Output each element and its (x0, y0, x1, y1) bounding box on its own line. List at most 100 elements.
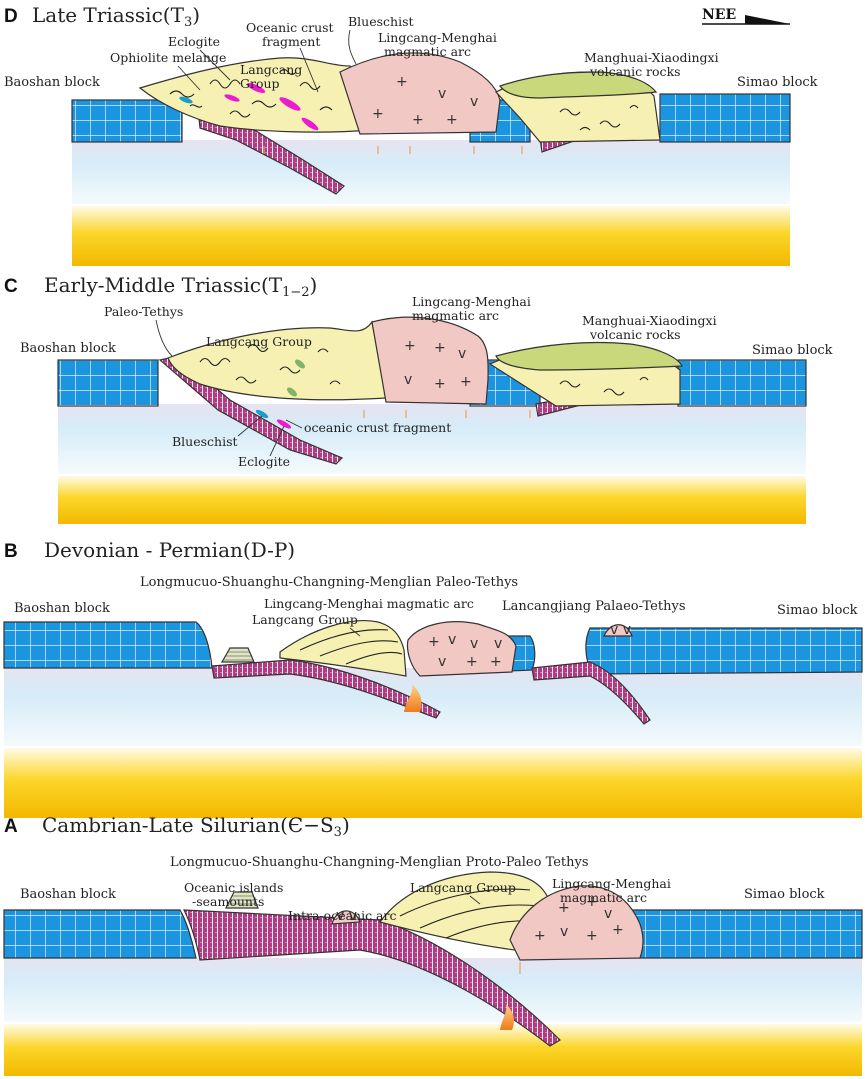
panel-a-langcang-label: Langcang Group (410, 880, 516, 895)
panel-a-magmatic-arc (509, 885, 644, 961)
svg-text:v: v (438, 86, 446, 102)
panel-c-langcang-label: Langcang Group (206, 334, 312, 349)
svg-text:v: v (604, 906, 612, 922)
panel-b-seamount (220, 647, 255, 663)
svg-text:v: v (458, 346, 466, 362)
panel-a-craton-west (3, 909, 197, 959)
panel-c-melt-dikes (363, 410, 531, 418)
panel-b-craton-west (3, 621, 213, 669)
svg-text:+: + (558, 900, 570, 916)
svg-text:+: + (586, 928, 598, 944)
panel-d-magmatic-arc (339, 52, 501, 135)
svg-text:v: v (470, 636, 478, 652)
panel-c-east-block: Simao block (752, 343, 833, 358)
panel-a-west-block: Baoshan block (20, 887, 116, 902)
panel-d-squiggles (169, 68, 333, 118)
panel-d-leaders (177, 29, 357, 93)
panel-c-west-block: Baoshan block (20, 341, 116, 356)
panel-c: C Early-Middle Triassic(T1−2) ++ vv ++ (4, 273, 833, 524)
svg-text:+: + (612, 922, 624, 938)
panel-d-volcanic-label-1: Manghuai-Xiaodingxi (584, 50, 719, 65)
panel-c-oceanic-label: oceanic crust fragment (304, 420, 451, 435)
panel-d-mantle (72, 140, 790, 204)
panel-c-letter: C (4, 276, 18, 297)
panel-b-arc-label: Lingcang-Menghai magmatic arc (264, 596, 474, 611)
panel-c-green-lenses (255, 359, 305, 429)
panel-c-volcanic-label-1: Manghuai-Xiaodingxi (582, 313, 717, 328)
panel-b-lancangjiang-label: Lancangjiang Palaeo-Tethys (502, 599, 686, 614)
panel-d-melt-dikes (263, 146, 523, 154)
panel-c-leaders (155, 319, 303, 457)
panel-c-arc-label-2: magmatic arc (412, 308, 499, 323)
panel-d-blueschist-label: Blueschist (348, 14, 414, 29)
panel-a-arc-symbols: ++ +v ++ v (534, 894, 624, 944)
panel-d-craton-east (659, 93, 791, 143)
svg-text:+: + (534, 928, 546, 944)
panel-d-langcang-label-1: Langcang (240, 62, 302, 77)
svg-text:v: v (470, 94, 478, 110)
panel-b-leaders (349, 627, 361, 637)
panel-b-volcanic-seamount: v v (603, 622, 633, 638)
panel-b-ocean-label: Longmucuo-Shuanghu-Changning-Menglian Pa… (140, 575, 518, 590)
direction-label: NEE (702, 7, 736, 23)
panel-a-arc-label-1: Lingcang-Menghai (552, 876, 671, 891)
svg-text:+: + (446, 112, 458, 128)
panel-a-ocean-label: Longmucuo-Shuanghu-Changning-Menglian Pr… (170, 855, 589, 870)
panel-c-volcanic-squiggles (559, 376, 649, 396)
panel-c-mantle (58, 404, 806, 474)
panel-d-arc-label-1: Lingcang-Menghai (378, 30, 497, 45)
panel-d-arc-label-2: magmatic arc (384, 44, 471, 59)
svg-text:+: + (586, 894, 598, 910)
panel-a: A Cambrian-Late Silurian(Є−S3) v v ++ +v… (3, 813, 863, 1076)
panel-a-melt-flame (500, 1004, 514, 1030)
direction-arrow (702, 15, 790, 25)
panel-d-volcanic-label-2: volcanic rocks (589, 64, 681, 79)
panel-d-title: Late Triassic(T3) (32, 3, 200, 30)
svg-text:v: v (404, 372, 412, 388)
panel-c-title: Early-Middle Triassic(T1−2) (44, 273, 317, 300)
svg-text:+: + (460, 374, 472, 390)
svg-text:v: v (448, 632, 456, 648)
panel-d: D Late Triassic(T3) NEE (4, 3, 818, 266)
svg-text:v: v (494, 636, 502, 652)
svg-text:+: + (396, 74, 408, 90)
panel-c-craton-west (57, 359, 159, 407)
panel-d-letter: D (4, 6, 18, 27)
svg-text:+: + (466, 654, 478, 670)
panel-c-craton-east (677, 359, 807, 407)
svg-text:+: + (404, 338, 416, 354)
panel-a-arc-label-2: magmatic arc (560, 890, 647, 905)
panel-a-letter: A (4, 816, 18, 837)
svg-text:v v: v v (610, 622, 631, 638)
panel-c-volcanic-label-2: volcanic rocks (589, 327, 681, 342)
panel-a-langcang-wedge (379, 871, 553, 955)
panel-a-asthenosphere (4, 1024, 862, 1076)
panel-c-blueschist-label: Blueschist (172, 434, 238, 449)
panel-a-islands-label-1: Oceanic islands (184, 880, 283, 895)
panel-b-title: Devonian - Permian(D-P) (44, 538, 295, 562)
panel-d-east-block: Simao block (737, 75, 818, 90)
panel-d-langcang-label-2: Group (240, 76, 280, 91)
panel-d-eclogite-label: Eclogite (168, 34, 220, 49)
panel-b-east-block: Simao block (777, 603, 858, 618)
panel-b-mantle (4, 668, 862, 746)
panel-b-oceanic-plate (211, 659, 441, 719)
panel-b-asthenosphere (4, 748, 862, 818)
panel-d-oceanic-label-1: Oceanic crust (246, 20, 334, 35)
panel-c-eclogite-label: Eclogite (238, 454, 290, 469)
panel-c-arc-label-1: Lingcang-Menghai (412, 294, 531, 309)
svg-text:+: + (372, 106, 384, 122)
svg-text:+: + (412, 112, 424, 128)
panel-d-asthenosphere (72, 206, 790, 266)
svg-text:+: + (490, 654, 502, 670)
svg-text:v: v (438, 654, 446, 670)
panel-b-east-slab (531, 661, 651, 725)
panel-c-magmatic-arc (371, 316, 489, 405)
panel-a-east-block: Simao block (744, 887, 825, 902)
panel-b-langcang-strata (299, 629, 403, 665)
panel-d-craton-west (71, 99, 183, 143)
panel-d-arc-symbols: +v ++ +v (372, 74, 478, 128)
panel-a-seamount (225, 891, 259, 909)
panel-b-west-block: Baoshan block (14, 601, 110, 616)
